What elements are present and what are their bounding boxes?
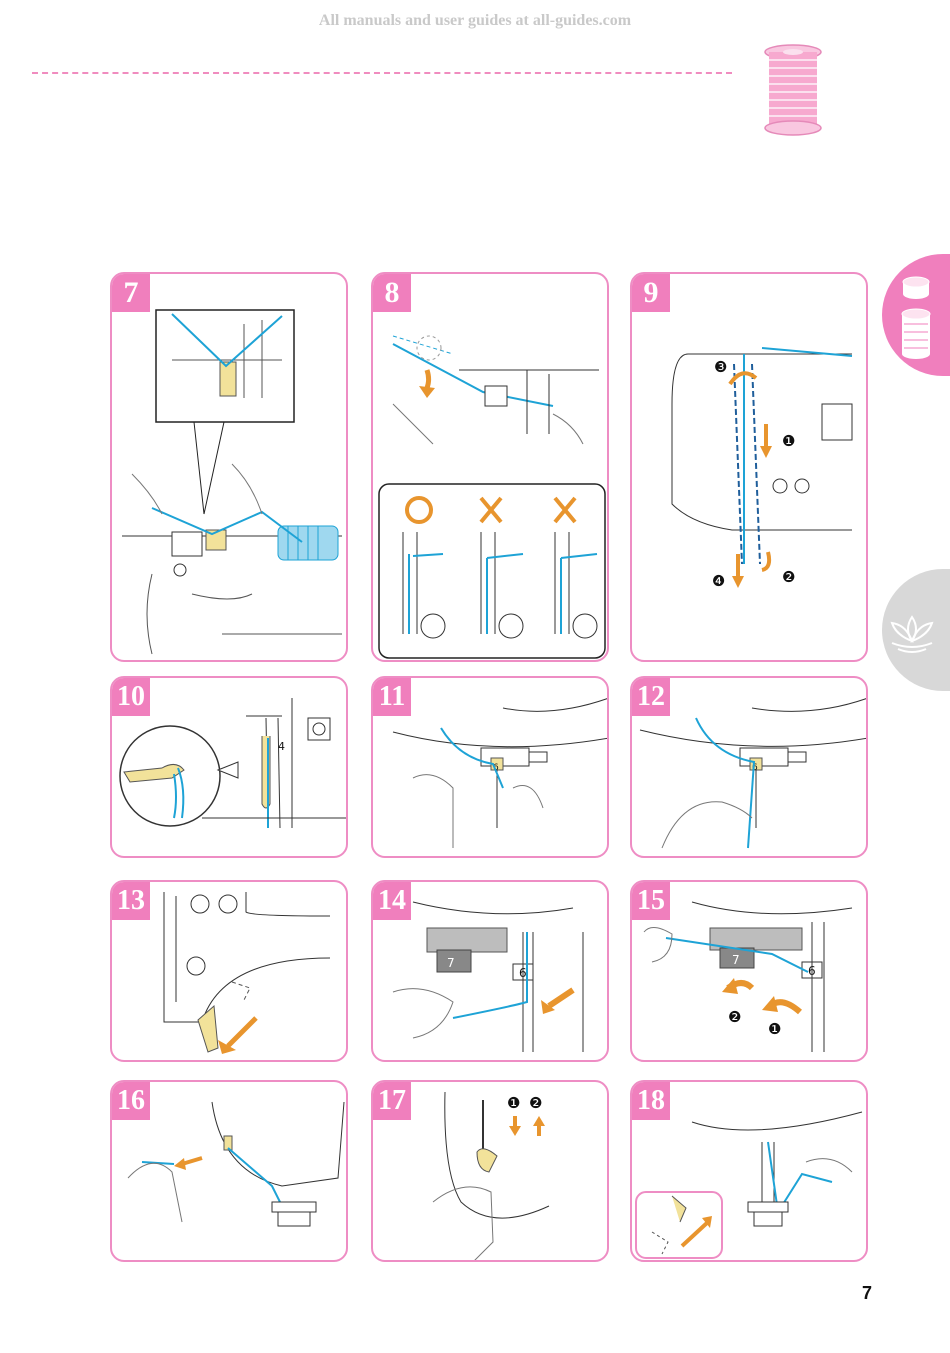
callout-first: ❶: [768, 1020, 781, 1038]
step-12-illustration: 6: [639, 698, 866, 849]
step-14-panel: 14 7 6: [371, 880, 609, 1062]
needle-bar-label: 6: [752, 763, 758, 773]
step-8-illustration: [378, 335, 606, 659]
dial-label: 7: [732, 953, 740, 967]
dashed-rule: [32, 72, 732, 74]
step-13-panel: 13: [110, 880, 348, 1062]
callout-2: ❷: [782, 568, 795, 586]
step-11-illustration: 6: [392, 698, 607, 848]
step-number: 13: [112, 882, 150, 920]
step-12-panel: 12 6: [630, 676, 868, 858]
thread-section-tab[interactable]: [882, 254, 950, 376]
step-11-panel: 11 6: [371, 676, 609, 858]
step-number: 11: [373, 678, 411, 716]
step-number: 7: [112, 274, 150, 312]
step-10-illustration: 4: [119, 698, 346, 829]
step-16-panel: 16: [110, 1080, 348, 1262]
callout-4: ❹: [712, 572, 725, 590]
callout-3: ❸: [714, 358, 727, 376]
step-number: 9: [632, 274, 670, 312]
step-18-panel: 18: [630, 1080, 868, 1262]
step-15-illustration: 7 6 ❷ ❶: [643, 901, 853, 1052]
step-13-illustration: [163, 892, 331, 1054]
step-number: 16: [112, 1082, 150, 1120]
step-8-panel: 8: [371, 272, 609, 662]
step-15-panel: 15 7 6 ❷ ❶: [630, 880, 868, 1062]
step-17-panel: 17 ❶ ❷: [371, 1080, 609, 1262]
step-16-illustration: [127, 1101, 345, 1227]
step-9-illustration: ❶ ❷ ❸ ❹: [671, 347, 853, 590]
step-number: 15: [632, 882, 670, 920]
step-10-panel: 10 4: [110, 676, 348, 858]
lotus-tab-icon: [890, 615, 934, 653]
callout-second: ❷: [728, 1008, 741, 1026]
step-number: 8: [373, 274, 411, 312]
callout-1: ❶: [782, 432, 795, 450]
step-number: 14: [373, 882, 411, 920]
step-18-illustration: [635, 1111, 863, 1259]
step-number: 12: [632, 678, 670, 716]
step-7-panel: 7: [110, 272, 348, 662]
step-number: 17: [373, 1082, 411, 1120]
embroidery-section-tab[interactable]: [882, 569, 950, 691]
guide-label: 4: [278, 740, 285, 753]
dial-label: 7: [447, 956, 455, 970]
step-17-illustration: ❶ ❷: [432, 1091, 550, 1260]
thread-spool-icon: [764, 44, 822, 136]
step-7-illustration: [122, 309, 342, 655]
step-9-panel: 9 ❶ ❷ ❸ ❹: [630, 272, 868, 662]
page-number: 7: [862, 1283, 873, 1303]
needle-bar-label: 6: [493, 763, 499, 773]
callout-first: ❶: [507, 1094, 520, 1112]
step-number: 10: [112, 678, 150, 716]
callout-second: ❷: [529, 1094, 542, 1112]
bobbin-tab-icon: [901, 276, 931, 359]
step-number: 18: [632, 1082, 670, 1120]
watermark: All manuals and user guides at all-guide…: [318, 12, 632, 29]
step-14-illustration: 7 6: [392, 901, 584, 1052]
